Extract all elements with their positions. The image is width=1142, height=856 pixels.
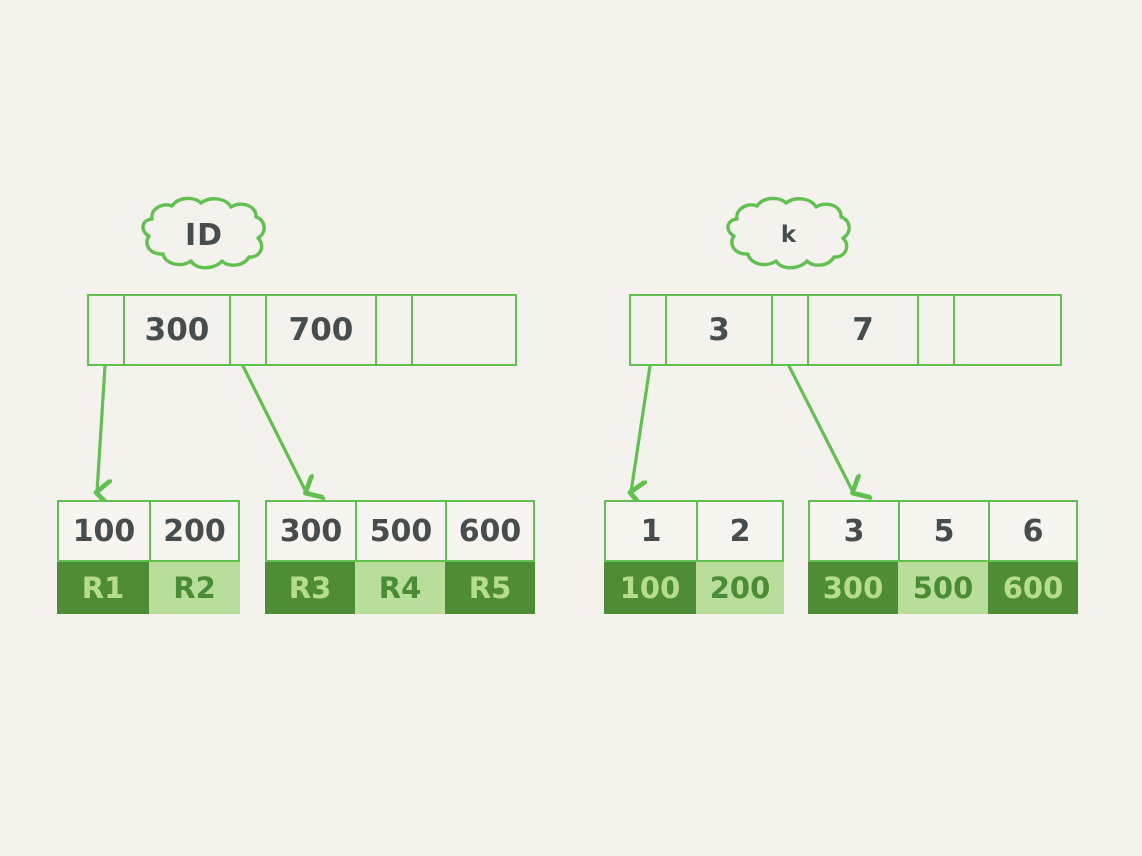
- leaf-key[interactable]: 300: [267, 502, 357, 560]
- leaf-key[interactable]: 1: [606, 502, 698, 560]
- leaf-rows-k-1: 100 200: [604, 562, 784, 614]
- index-pointer-cell-0[interactable]: [631, 296, 667, 364]
- leaf-node-id-1[interactable]: 100 200 R1 R2: [57, 500, 240, 614]
- leaf-key[interactable]: 600: [458, 513, 522, 549]
- pointer-arrow-right-1: [631, 364, 652, 492]
- cloud-label-id-text: ID: [184, 217, 224, 253]
- leaf-node-k-1[interactable]: 1 2 100 200: [604, 500, 784, 614]
- index-key-cell-1[interactable]: 7: [809, 296, 919, 364]
- leaf-key[interactable]: 500: [357, 502, 447, 560]
- leaf-row[interactable]: R3: [265, 562, 355, 614]
- index-pointer-cell-2[interactable]: [919, 296, 955, 364]
- leaf-row[interactable]: R5: [445, 562, 535, 614]
- cloud-label-k-text: k: [780, 222, 798, 248]
- index-empty-cell-0[interactable]: [413, 296, 515, 364]
- leaf-row[interactable]: 100: [604, 562, 696, 614]
- index-pointer-cell-2[interactable]: [377, 296, 413, 364]
- leaf-row[interactable]: R1: [57, 562, 149, 614]
- leaf-key[interactable]: 2: [729, 513, 751, 549]
- pointer-arrow-right-2: [787, 364, 853, 492]
- cloud-callout-id: [141, 196, 266, 270]
- index-key-cell-0[interactable]: 300: [125, 296, 231, 364]
- leaf-key[interactable]: 6: [1022, 513, 1044, 549]
- leaf-row[interactable]: 500: [898, 562, 988, 614]
- index-node-id[interactable]: 300 700: [87, 294, 517, 366]
- leaf-key[interactable]: 100: [59, 502, 151, 560]
- leaf-node-id-2[interactable]: 300 500 600 R3 R4 R5: [265, 500, 535, 614]
- leaf-row[interactable]: 200: [696, 562, 784, 614]
- index-pointer-cell-1[interactable]: [773, 296, 809, 364]
- pointer-arrow-left-2: [241, 364, 306, 492]
- leaf-keys-id-1: 100 200: [57, 500, 240, 562]
- leaf-keys-k-1: 1 2: [604, 500, 784, 562]
- index-pointer-cell-1[interactable]: [231, 296, 267, 364]
- leaf-row[interactable]: R2: [149, 562, 240, 614]
- leaf-row[interactable]: R4: [355, 562, 445, 614]
- leaf-key[interactable]: 200: [163, 513, 226, 549]
- leaf-keys-k-2: 3 5 6: [808, 500, 1078, 562]
- cloud-label-k: k: [728, 200, 850, 270]
- leaf-key[interactable]: 3: [810, 502, 900, 560]
- index-empty-cell-0[interactable]: [955, 296, 1060, 364]
- index-key-cell-1[interactable]: 700: [267, 296, 377, 364]
- leaf-rows-id-2: R3 R4 R5: [265, 562, 535, 614]
- cloud-label-id: ID: [143, 200, 265, 270]
- index-pointer-cell-0[interactable]: [89, 296, 125, 364]
- leaf-row[interactable]: 300: [808, 562, 898, 614]
- index-node-k[interactable]: 3 7: [629, 294, 1062, 366]
- index-key-cell-0[interactable]: 3: [667, 296, 773, 364]
- leaf-rows-k-2: 300 500 600: [808, 562, 1078, 614]
- leaf-node-k-2[interactable]: 3 5 6 300 500 600: [808, 500, 1078, 614]
- leaf-rows-id-1: R1 R2: [57, 562, 240, 614]
- leaf-row[interactable]: 600: [988, 562, 1078, 614]
- leaf-keys-id-2: 300 500 600: [265, 500, 535, 562]
- pointer-arrow-left-1: [97, 364, 105, 492]
- leaf-key[interactable]: 5: [900, 502, 990, 560]
- cloud-callout-k: [726, 196, 851, 270]
